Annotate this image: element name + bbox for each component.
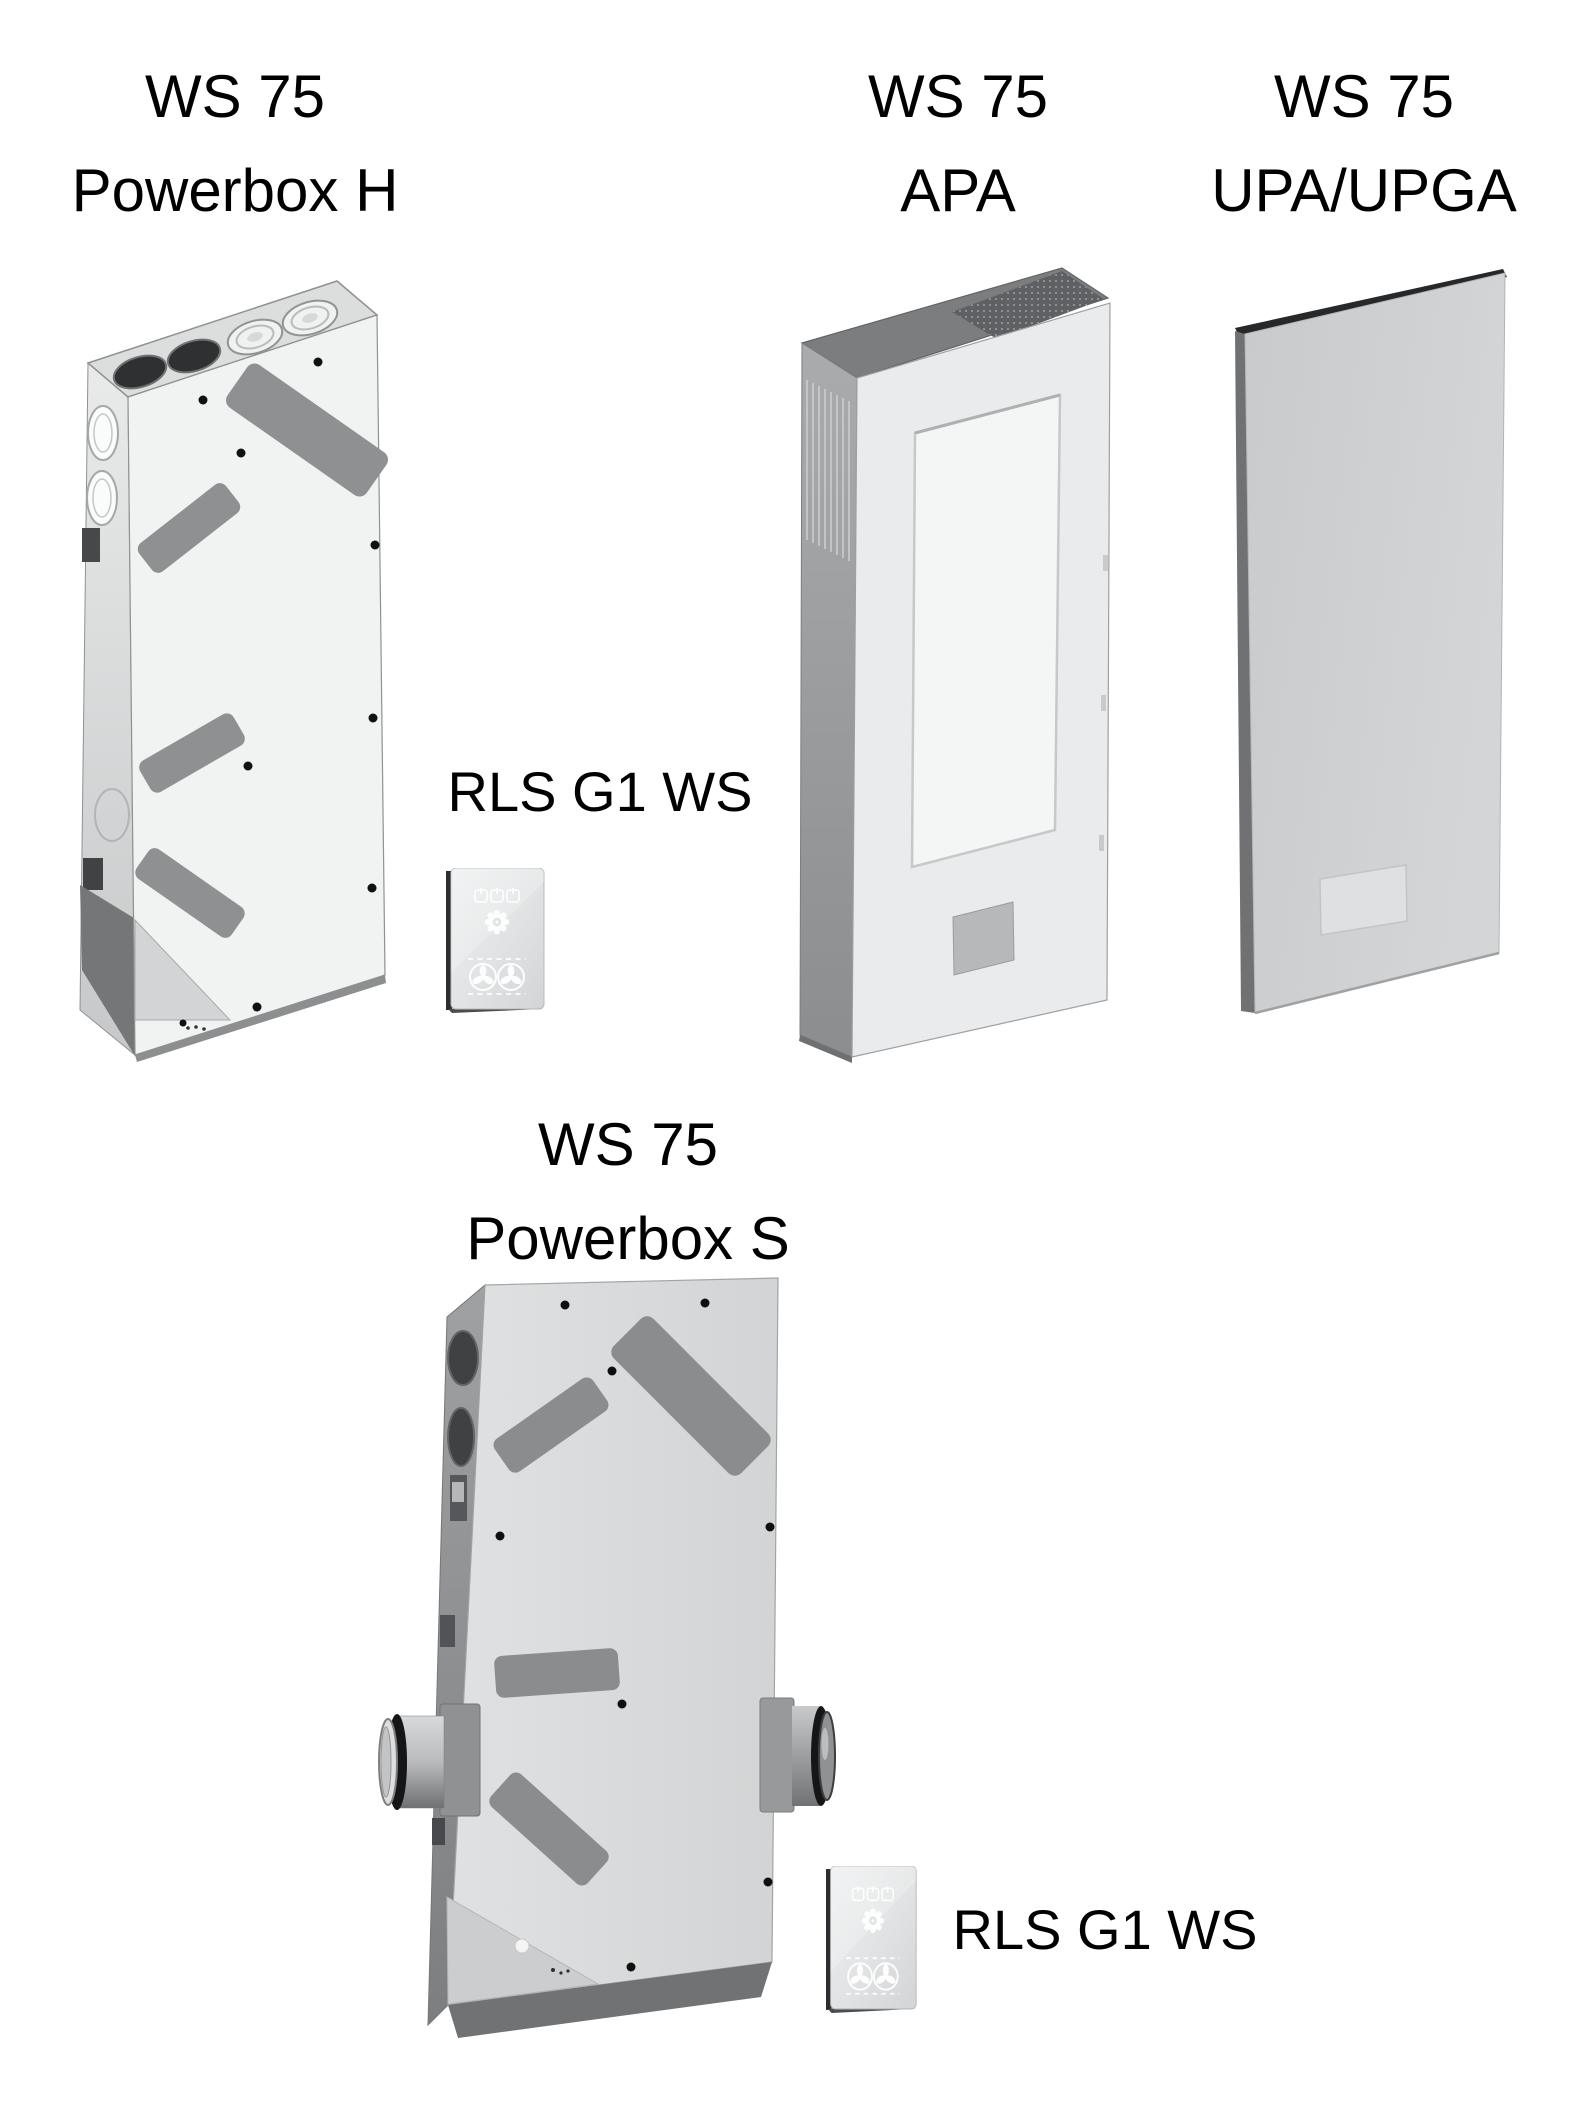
- side-switch: [83, 858, 103, 890]
- side-knockout: [82, 528, 100, 562]
- powerbox-s-front-face: [446, 1277, 779, 2006]
- powerbox-h-label-line1: WS 75: [144, 63, 326, 130]
- apa-side-face: [799, 342, 858, 1063]
- powerbox-s-illustration: [378, 1277, 836, 2038]
- powerbox-s-side-face: [427, 1283, 486, 2027]
- drain-button: [514, 1938, 530, 1954]
- type-plate-marks: [186, 1025, 206, 1031]
- powerbox-s-label: WS 75 Powerbox S: [428, 1098, 828, 1286]
- powerbox-s-label-line2: Powerbox S: [466, 1205, 790, 1272]
- powerbox-h-side-face: [79, 361, 136, 1057]
- auto-mode-flower-icon: [861, 1908, 885, 1934]
- side-knockout-circle: [94, 788, 130, 842]
- side-knockout: [432, 1818, 445, 1845]
- powerbox-h-top-face: [86, 280, 379, 398]
- side-duct-ports: [86, 405, 119, 526]
- speed-scale-dashes: [846, 1957, 900, 1995]
- bottom-edge: [135, 975, 386, 1062]
- apa-top-face: [800, 267, 1110, 379]
- powerbox-h-front-face: [127, 314, 389, 1062]
- mounting-screws: [179, 357, 380, 1027]
- powerbox-h-label-line2: Powerbox H: [71, 157, 399, 224]
- type-plate-marks: [551, 1968, 570, 1975]
- powerbox-s-label-line1: WS 75: [537, 1111, 719, 1178]
- upa-upga-label: WS 75 UPA/UPGA: [1104, 50, 1583, 238]
- rls-controller-bottom: [826, 1866, 917, 2013]
- control-square: [952, 901, 1015, 976]
- apa-label: WS 75 APA: [758, 50, 1158, 238]
- apa-illustration: [799, 267, 1111, 1063]
- apa-label-line1: WS 75: [867, 63, 1049, 130]
- upa-upga-label-line2: UPA/UPGA: [1211, 157, 1517, 224]
- side-base-dark: [80, 885, 135, 1056]
- powerbox-s-bottom-face: [448, 1962, 772, 2038]
- top-duct-ports: [112, 299, 339, 390]
- upa-panel: [1235, 269, 1507, 1015]
- bottom-edge: [1254, 951, 1500, 1015]
- upa-upga-label-line1: WS 75: [1273, 63, 1455, 130]
- glass-panel: [830, 1866, 917, 2010]
- upa-upga-illustration: [1235, 269, 1507, 1015]
- top-edge: [1235, 269, 1507, 336]
- rls-g1-ws-label-bottom: RLS G1 WS: [952, 1898, 1258, 1961]
- label-stickers: [135, 363, 389, 938]
- rls-controller-top: [446, 868, 545, 1013]
- rls-g1-ws-label-top: RLS G1 WS: [447, 760, 753, 823]
- duct-connector-left: [378, 1703, 481, 1817]
- label-stickers: [489, 1316, 771, 1886]
- glass-panel: [450, 868, 545, 1010]
- edge-notches: [1099, 555, 1108, 851]
- mounting-screws: [495, 1298, 775, 1972]
- side-duct-ports: [447, 1330, 479, 1467]
- powerbox-h-illustration: [79, 280, 389, 1062]
- side-knockout: [440, 1615, 455, 1647]
- fan-icons: [469, 963, 525, 991]
- control-square: [1319, 864, 1408, 936]
- duct-connector-right: [759, 1697, 836, 1813]
- powerbox-h-label: WS 75 Powerbox H: [20, 50, 450, 238]
- auto-mode-flower-icon: [484, 909, 510, 935]
- glass-edge: [446, 871, 452, 1010]
- glass-edge: [826, 1869, 832, 2010]
- mode-icons: [474, 888, 520, 903]
- left-edge: [1235, 331, 1255, 1013]
- apa-front-face: [851, 302, 1111, 1058]
- apa-label-line2: APA: [900, 157, 1016, 224]
- side-box-label: [452, 1482, 464, 1502]
- grille-mesh: [952, 271, 1104, 339]
- speed-scale-dashes: [468, 958, 526, 995]
- recessed-panel: [910, 393, 1062, 869]
- ventilation-slats: [806, 380, 850, 561]
- fan-icons: [847, 1962, 899, 1991]
- mode-icons: [851, 1886, 894, 1902]
